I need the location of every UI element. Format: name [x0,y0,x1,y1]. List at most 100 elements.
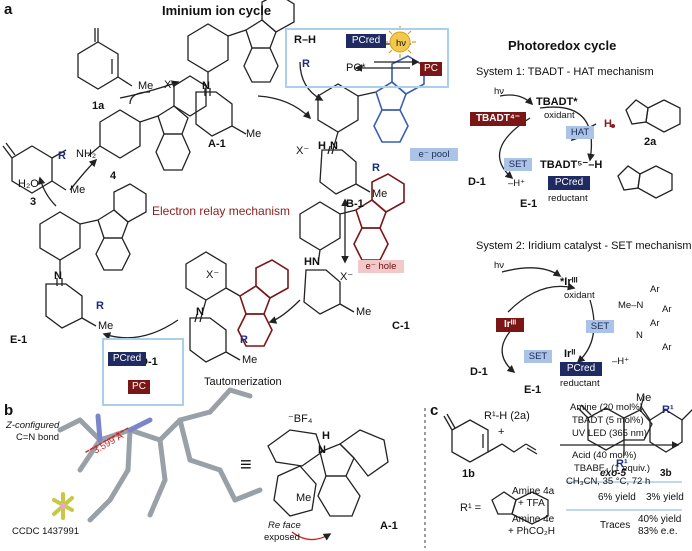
atom-n-e1: N [54,270,62,282]
reductant-label-1: reductant [548,193,588,204]
amine-me-n-top: Me–N [618,300,644,311]
structure-2a-top-ring [645,99,681,133]
condition-1: TBADT (5 mol%) [572,415,644,426]
counterion-c1: X⁻ [340,271,354,283]
row1-3b-ee: 83% e.e. [638,526,678,537]
ir-cycle-top [507,282,576,313]
a1-drawing [267,429,389,541]
iminium-cycle-graphics [2,0,425,363]
methyl-exo5: Me [636,392,652,404]
label-c1: C-1 [392,320,410,332]
structure-a1 [187,0,295,137]
atom-h-crystal: H [322,430,330,442]
table-header-3b: 3b [660,468,672,479]
minus-h-label-2: –H⁺ [612,356,630,367]
row1-acid: + PhCO₂H [508,526,555,537]
pc-box-top: PC [420,62,442,76]
methyl-3: Me [70,184,86,196]
amine-n-bottom: N [636,330,643,341]
arrow-4-to-a1 [129,91,151,105]
r1-3b: R¹ [662,404,674,416]
pc-red-box-system2: PCred [560,362,602,376]
substituent-r-e1: R [96,300,104,312]
row0-3b: 3% yield [646,492,684,503]
methyl-a1-b: Me [296,492,312,504]
e-hole-badge: e⁻ hole [358,260,404,273]
set-badge-2: SET [586,320,614,333]
condition-5: CH₃CN, 35 °C, 72 h [566,476,651,487]
atom-h-b1: H [318,140,326,152]
substituent-r-3: R [58,150,66,162]
label-1a: 1a [92,100,105,112]
structure-d1 [185,251,241,363]
system1-label: System 1: TBADT - HAT mechanism [476,66,654,78]
row0-exo5: 6% yield [598,492,636,503]
pc-red-box-bottom: PCred [108,352,146,366]
pc-red-box-top: PCred [346,34,386,48]
system2-label: System 2: Iridium catalyst - SET mechani… [476,240,692,252]
r1-exo5: R¹ [616,458,628,470]
ir2-label: Irᴵᴵ [564,348,576,360]
iminium-cycle-title: Iminium ion cycle [162,3,272,18]
structure-radical-bottom [617,165,641,191]
label-b1: B-1 [346,198,364,210]
substituent-r-d1: R [240,334,248,346]
atom-n-crystal: N [318,444,326,456]
structure-radical-ring [637,165,673,199]
amine-ar-4: Ar [662,342,672,353]
label-nh2: NH₂ [76,148,97,160]
h-atom-label: H [604,118,612,130]
label-4: 4 [110,170,117,182]
reductant-label-2: reductant [560,378,600,389]
hv-label-system2: hν [494,260,505,271]
structure-3b [649,409,683,453]
photoredox-cycle-title: Photoredox cycle [508,38,617,53]
label-e1: E-1 [10,334,28,346]
cn-bond-label: C=N bond [16,432,60,443]
tbadt-hv-arrow [499,94,534,106]
label-3: 3 [30,196,37,208]
photoredox-graphics [498,94,681,374]
tbadt-star-label: TBADT* [536,96,578,108]
atom-hn-c1: HN [304,256,320,268]
arrow-a1-to-b1 [257,95,312,120]
structure-b1 [317,83,377,195]
table-header-exo5: exo-5 [600,468,627,479]
arrow-3-to-4 [69,158,98,191]
exposed-label: exposed [264,532,300,543]
pc-red-box-system1: PCred [548,176,590,190]
methyl-1a: Me [138,80,154,92]
tbadt5-label: TBADT⁵⁻–H [540,159,603,171]
electron-relay-label: Electron relay mechanism [152,204,291,218]
panel-label-c: c [430,402,439,419]
minus-h-label-1: –H⁺ [508,178,526,189]
condition-3: Acid (40 mol%) [572,450,637,461]
structure-d1-carbazole [237,259,289,347]
counterion-b1: X⁻ [296,145,310,157]
amine-ar-3: Ar [650,318,660,329]
reaction-graphics [424,395,692,548]
crystal-structure-graphics [52,387,263,523]
tbadt4-box: TBADT⁴⁻ [470,112,526,126]
hat-badge: HAT [566,126,594,139]
atom-n-b1: N [330,140,338,152]
label-1b: 1b [462,468,475,480]
e1-label-system2: E-1 [524,384,542,396]
structure-4 [87,75,207,171]
hv-label-top: hν [396,38,407,49]
condition-2: UV LED (365 nm) [572,428,647,439]
arrow-e1-to-3 [37,176,57,207]
reagent-r1h: R¹-H (2a) [484,410,530,422]
r1-definition-label: R¹ = [460,502,482,514]
row1-amine: Amine 4e [512,514,555,525]
pc-regeneration-box [102,338,184,406]
methyl-d1: Me [242,354,258,366]
arrow-c1-to-d1 [268,299,301,324]
condition-4: TBABF₄ (1 equiv.) [574,463,651,474]
ir3-box: Irᴵᴵᴵ [496,318,524,332]
arrow-radical-add [299,61,324,101]
tbadt-cycle-right [539,106,595,162]
counterion-d1: X⁻ [206,269,220,281]
bf4-label: ⁻BF₄ [288,413,313,425]
sun-icon [384,26,416,58]
